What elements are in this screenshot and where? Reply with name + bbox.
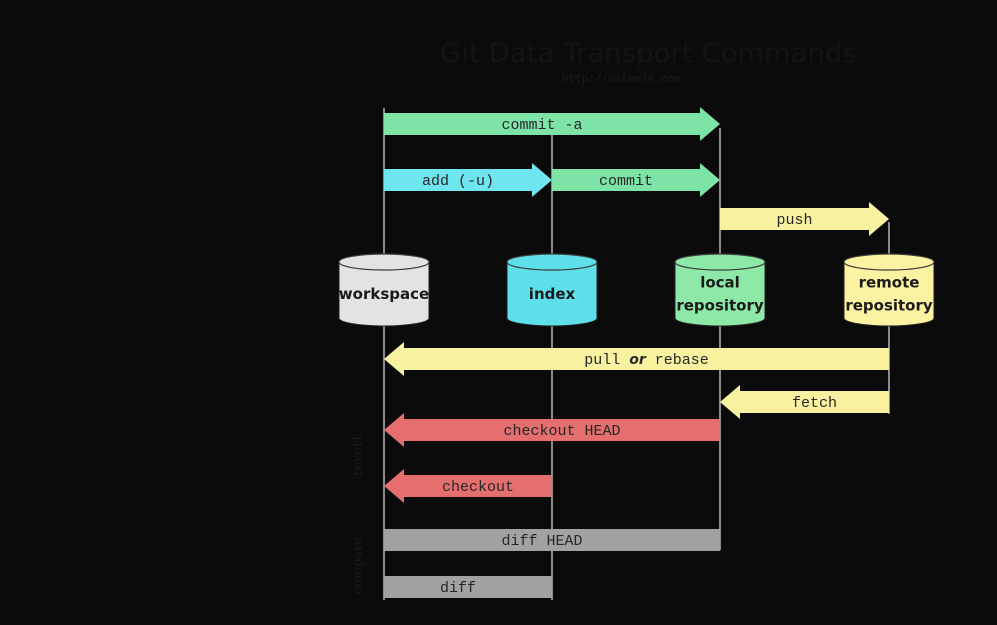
diff-head-bar <box>384 529 720 551</box>
local-database-top <box>674 253 766 271</box>
compare-section-label: compare <box>351 536 367 595</box>
workspace-database-body <box>338 261 430 327</box>
commit-a-label: commit -a <box>501 117 582 134</box>
local-database-body <box>674 261 766 327</box>
remote-database-label: remote <box>859 274 920 292</box>
commit-command: commit <box>552 163 720 197</box>
diff-head-label: diff HEAD <box>501 533 582 550</box>
local-database-label: repository <box>676 297 764 315</box>
diff-head-command: diff HEAD <box>384 529 720 551</box>
diff-command: diff <box>384 576 552 598</box>
push-command: push <box>720 202 889 236</box>
index-database: index <box>506 253 598 327</box>
commit-label: commit <box>599 173 653 190</box>
revert-section-label: revert <box>350 435 366 476</box>
diagram-title: Git Data Transport Commands <box>440 38 857 69</box>
pull-label-or: or <box>629 352 647 368</box>
commit-arrow <box>552 163 720 197</box>
index-database-label: index <box>529 285 576 303</box>
fetch-label: fetch <box>792 395 837 412</box>
remote-database-body <box>843 261 935 327</box>
add-label: add (-u) <box>422 173 494 190</box>
checkout-head-label: checkout HEAD <box>503 423 620 440</box>
push-arrow <box>720 202 889 236</box>
diff-bar <box>384 576 552 598</box>
checkout-command: checkout <box>384 469 552 503</box>
fetch-command: fetch <box>720 385 889 419</box>
checkout-arrow <box>384 469 552 503</box>
remote-database-top <box>843 253 935 271</box>
local-database: local repository <box>674 253 766 327</box>
workspace-database: workspace <box>338 253 430 327</box>
checkout-head-command: checkout HEAD <box>384 413 720 447</box>
pull-label-rebase: rebase <box>646 352 709 369</box>
checkout-label: checkout <box>442 479 514 496</box>
commit-a-arrow <box>384 107 720 141</box>
diff-label: diff <box>440 580 476 597</box>
workspace-database-label: workspace <box>339 285 429 303</box>
add-arrow <box>384 163 552 197</box>
index-database-top <box>506 253 598 271</box>
fetch-arrow <box>720 385 889 419</box>
add-command: add (-u) <box>384 163 552 197</box>
index-database-body <box>506 261 598 327</box>
local-database-label: local <box>700 274 740 292</box>
pull-label-main: pull <box>584 352 629 369</box>
workspace-database-top <box>338 253 430 271</box>
push-label: push <box>776 212 812 229</box>
pull-arrow <box>384 342 889 376</box>
pull-label: pull or rebase <box>584 352 709 369</box>
commit-a-command: commit -a <box>384 107 720 141</box>
remote-database-label: repository <box>845 297 933 315</box>
checkout-head-arrow <box>384 413 720 447</box>
diagram-subtitle: http://osteele.com <box>562 74 681 86</box>
remote-database: remote repository <box>843 253 935 327</box>
pull-command: pull or rebase <box>384 342 889 376</box>
